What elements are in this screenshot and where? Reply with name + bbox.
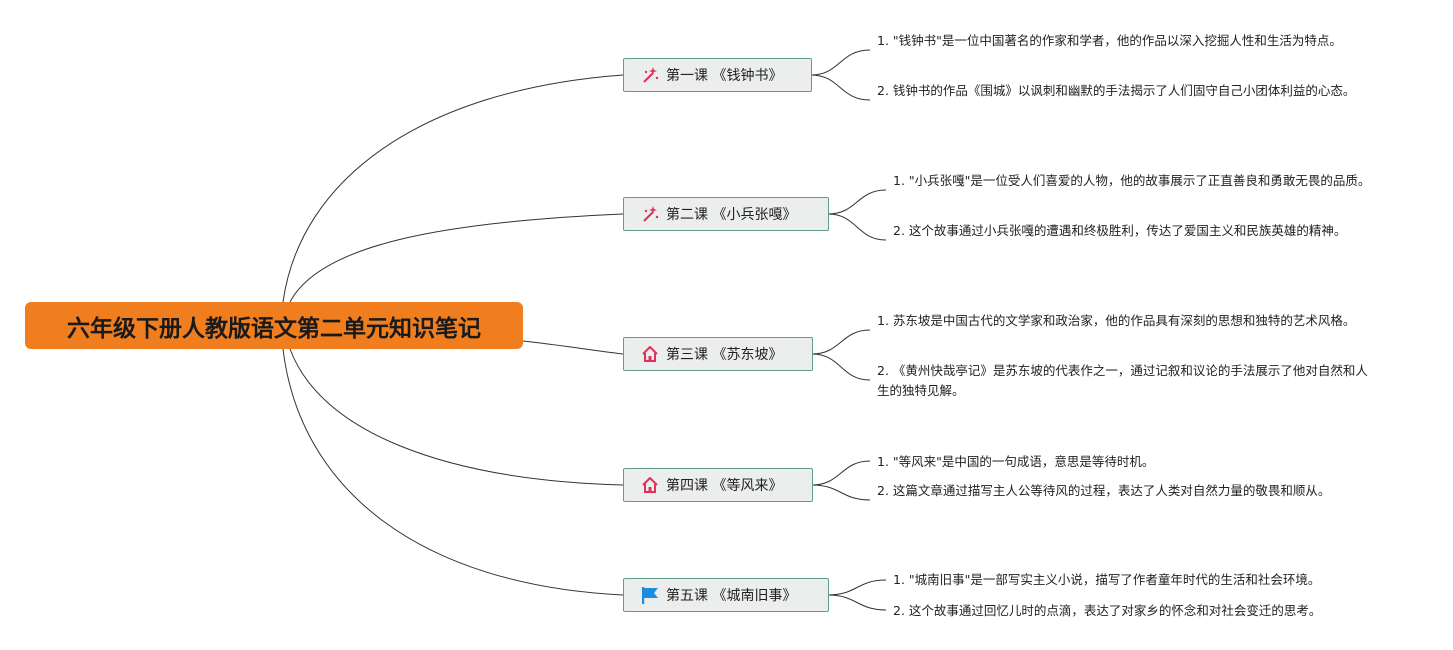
topic-label: 第五课 《城南旧事》: [666, 588, 797, 604]
connector-topic-2-note-2: [827, 213, 887, 241]
topic-lesson-5[interactable]: 第五课 《城南旧事》: [623, 578, 829, 612]
note-lesson-5-item-1[interactable]: 1. "城南旧事"是一部写实主义小说，描写了作者童年时代的生活和社会环境。: [893, 572, 1321, 587]
connector-topic-3-note-1: [811, 329, 871, 355]
note-lesson-1-item-1[interactable]: 1. "钱钟书"是一位中国著名的作家和学者，他的作品以深入挖掘人性和生活为特点。: [877, 33, 1342, 48]
flag-icon: [640, 585, 660, 605]
note-lesson-2-item-2[interactable]: 2. 这个故事通过小兵张嘎的遭遇和终极胜利，传达了爱国主义和民族英雄的精神。: [893, 223, 1347, 238]
topic-lesson-1[interactable]: 第一课 《钱钟书》: [623, 58, 812, 92]
topic-lesson-3[interactable]: 第三课 《苏东坡》: [623, 337, 813, 371]
note-lesson-5-item-2[interactable]: 2. 这个故事通过回忆儿时的点滴，表达了对家乡的怀念和对社会变迁的思考。: [893, 603, 1322, 618]
note-lesson-3-item-2[interactable]: 2. 《黄州快哉亭记》是苏东坡的代表作之一，通过记叙和议论的手法展示了他对自然和…: [877, 363, 1368, 398]
connector-topic-5-note-1: [827, 579, 887, 596]
house-icon: [640, 475, 660, 495]
connector-root-topic-4: [289, 348, 624, 486]
note-lesson-2-item-1[interactable]: 1. "小兵张嘎"是一位受人们喜爱的人物，他的故事展示了正直善良和勇敢无畏的品质…: [893, 173, 1371, 188]
magic-wand-icon: [640, 65, 660, 85]
connector-topic-1-note-2: [810, 74, 871, 101]
note-lesson-3-item-1[interactable]: 1. 苏东坡是中国古代的文学家和政治家，他的作品具有深刻的思想和独特的艺术风格。: [877, 313, 1356, 328]
connector-topic-4-note-1: [811, 460, 871, 486]
connector-root-topic-3: [522, 340, 624, 355]
connector-root-topic-5: [282, 348, 624, 596]
topic-label: 第一课 《钱钟书》: [666, 68, 783, 84]
connector-root-topic-1: [282, 74, 624, 303]
topic-lesson-4[interactable]: 第四课 《等风来》: [623, 468, 813, 502]
connector-topic-2-note-1: [827, 189, 887, 215]
house-icon: [640, 344, 660, 364]
note-lesson-4-item-1[interactable]: 1. "等风来"是中国的一句成语，意思是等待时机。: [877, 454, 1155, 469]
connector-topic-1-note-1: [810, 49, 871, 76]
magic-wand-icon: [640, 204, 660, 224]
connector-topic-4-note-2: [811, 484, 871, 501]
connector-topic-5-note-2: [827, 594, 887, 611]
note-lesson-4-item-2[interactable]: 2. 这篇文章通过描写主人公等待风的过程，表达了人类对自然力量的敬畏和顺从。: [877, 483, 1331, 498]
connector-topic-3-note-2: [811, 353, 871, 381]
central-topic-label: 六年级下册人教版语文第二单元知识笔记: [67, 315, 481, 342]
note-lesson-1-item-2[interactable]: 2. 钱钟书的作品《围城》以讽刺和幽默的手法揭示了人们固守自己小团体利益的心态。: [877, 83, 1356, 98]
topic-label: 第四课 《等风来》: [666, 478, 783, 494]
topic-lesson-2[interactable]: 第二课 《小兵张嘎》: [623, 197, 829, 231]
topic-label: 第二课 《小兵张嘎》: [666, 207, 797, 223]
topic-label: 第三课 《苏东坡》: [666, 347, 783, 363]
connector-root-topic-2: [289, 213, 624, 303]
central-topic[interactable]: 六年级下册人教版语文第二单元知识笔记: [25, 302, 523, 349]
